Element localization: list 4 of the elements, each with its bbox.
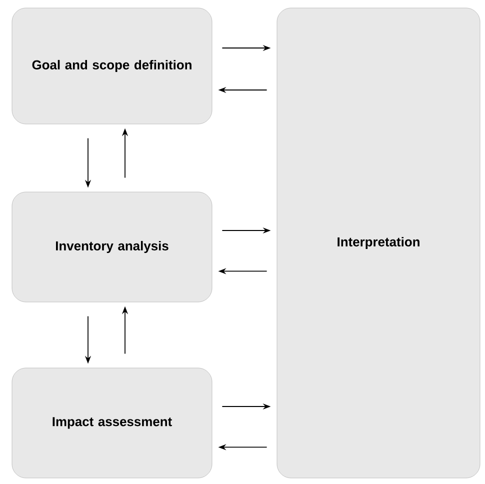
process-box: Goal and scope definition [12, 8, 212, 124]
process-box: Interpretation [276, 8, 480, 478]
process-box: Inventory analysis [12, 192, 212, 302]
process-box: Impact assessment [12, 368, 212, 478]
